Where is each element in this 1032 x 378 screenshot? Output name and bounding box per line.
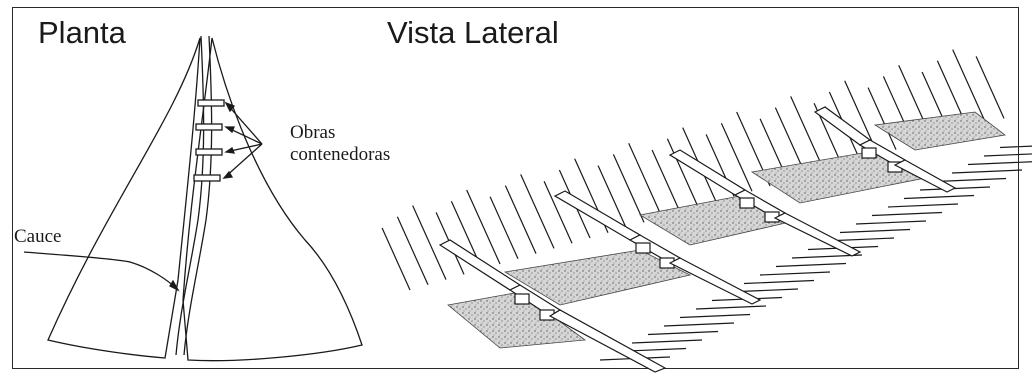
bank-hatch-line [396,216,429,286]
stream-channel-left [175,35,205,356]
plan-view [23,35,363,362]
bank-hatch-line [999,145,1032,149]
bank-hatch-line [466,189,501,265]
bank-hatch-line [612,154,645,223]
check-dam-4 [193,174,221,182]
sediment-bed-0 [447,291,587,349]
diagram-frame [12,7,1019,369]
cauce-arrowhead [169,279,180,292]
bank-hatch-line [381,227,411,291]
arrowhead-2 [224,126,235,134]
check-dam-3 [195,148,223,156]
bank-hatch-line [871,211,943,217]
bank-hatch-line [839,228,911,234]
check-dams-label-line2: contenedoras [290,143,391,165]
bank-hatch-line [597,165,627,228]
bank-hatch-line [775,262,847,268]
sediment-bed-4 [873,111,1006,151]
cauce-leader [23,251,179,291]
bank-hatch-line [720,122,753,192]
bank-hatch-line [679,313,751,319]
bank-hatch-line [520,174,555,249]
bank-hatch-line [412,205,447,280]
side-dam-2 [553,190,762,305]
bank-hatch-line [983,153,1032,157]
bank-hatch-line [759,271,831,276]
bank-hatch-line [628,142,663,218]
bank-hatch-line [666,138,699,208]
bank-hatch-line [887,203,959,208]
watershed-outline-right [182,37,363,362]
leader-arrow-4 [223,143,263,179]
check-dams-label-line1: Obras [290,122,336,143]
bank-hatch-line [790,96,825,171]
bank-hatch-line [651,149,681,213]
stream-channel-right [183,35,213,356]
arrowhead-4 [222,170,234,179]
bank-hatch-line [951,169,1023,174]
plan-view-title: Planta [38,15,126,50]
arrowhead-3 [224,147,236,154]
check-dam-1 [197,99,225,107]
bank-hatch-line [663,322,735,327]
watershed-outline-left [47,37,201,359]
side-dam-3 [668,149,862,257]
bank-hatch-line [855,220,927,225]
bank-hatch-line [975,56,1005,119]
bank-hatch-line [695,305,767,310]
side-dam-1 [438,239,667,373]
bank-hatch-line [935,177,1007,183]
bank-hatch-line [631,339,703,344]
sediment-bed-1 [503,249,692,306]
bank-hatch-line [867,87,897,150]
check-dam-2 [195,123,223,131]
arrowhead-1 [224,101,236,113]
bank-hatch-line [967,161,1032,166]
side-dam-4 [813,106,957,193]
bank-hatch-line [543,180,573,244]
leader-arrow-1 [225,102,263,145]
bank-hatch-line [489,196,519,260]
side-view-title: Vista Lateral [387,15,559,50]
stream-label: Cauce [14,226,62,247]
bank-hatch-line [952,49,987,124]
side-view [381,49,1032,373]
bank-hatch-line [504,185,537,254]
bank-hatch-line [903,194,975,200]
check-dams-label: Obras contenedoras [290,122,390,166]
bank-hatch-line [647,330,719,336]
bank-hatch-line [743,279,815,285]
